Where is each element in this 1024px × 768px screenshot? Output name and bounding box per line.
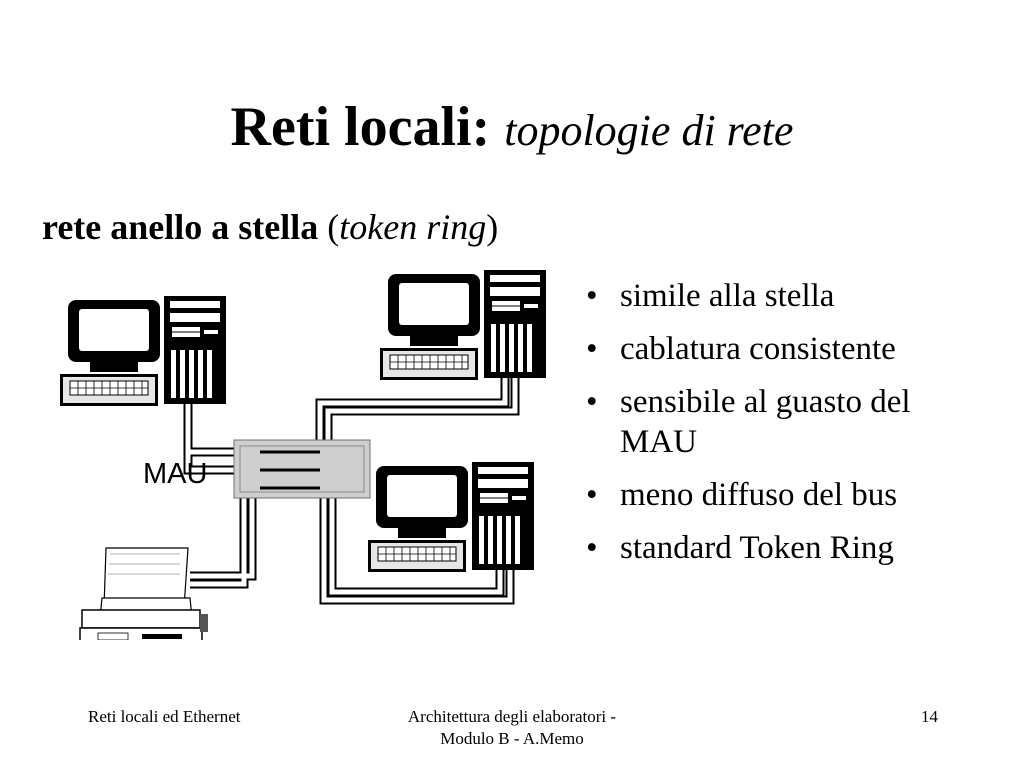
workstation-icon	[379, 269, 547, 381]
bullet-list: simile alla stella cablatura consistente…	[582, 276, 940, 581]
bullet-item: sensibile al guasto del MAU	[582, 382, 940, 462]
bullet-item: cablatura consistente	[582, 329, 940, 369]
footer-left: Reti locali ed Ethernet	[88, 707, 241, 726]
bullet-item: simile alla stella	[582, 276, 940, 316]
workstation-icon	[367, 461, 535, 573]
subtitle-paren-close: )	[486, 207, 499, 247]
bullet-item: standard Token Ring	[582, 528, 940, 568]
title-main: Reti locali:	[230, 96, 491, 158]
footer-middle-line1: Architettura degli elaboratori -	[407, 707, 617, 726]
footer-middle: Architettura degli elaboratori - Modulo …	[362, 706, 662, 750]
title-sub: topologie di rete	[504, 106, 794, 155]
subtitle-italic: token ring	[339, 207, 487, 247]
workstation-icon	[59, 295, 227, 407]
slide-title: Reti locali: topologie di rete	[0, 92, 1024, 166]
footer-middle-line2: Modulo B - A.Memo	[440, 729, 584, 748]
bullet-item: meno diffuso del bus	[582, 475, 940, 515]
printer-icon	[79, 547, 208, 640]
slide-subtitle: rete anello a stella (token ring)	[42, 204, 498, 250]
token-ring-diagram	[59, 269, 547, 640]
subtitle-bold: rete anello a stella	[42, 207, 319, 247]
page-number: 14	[921, 707, 938, 726]
mau-hub-icon	[233, 439, 371, 499]
mau-label: MAU	[143, 458, 208, 490]
subtitle-paren-open: (	[318, 207, 340, 247]
